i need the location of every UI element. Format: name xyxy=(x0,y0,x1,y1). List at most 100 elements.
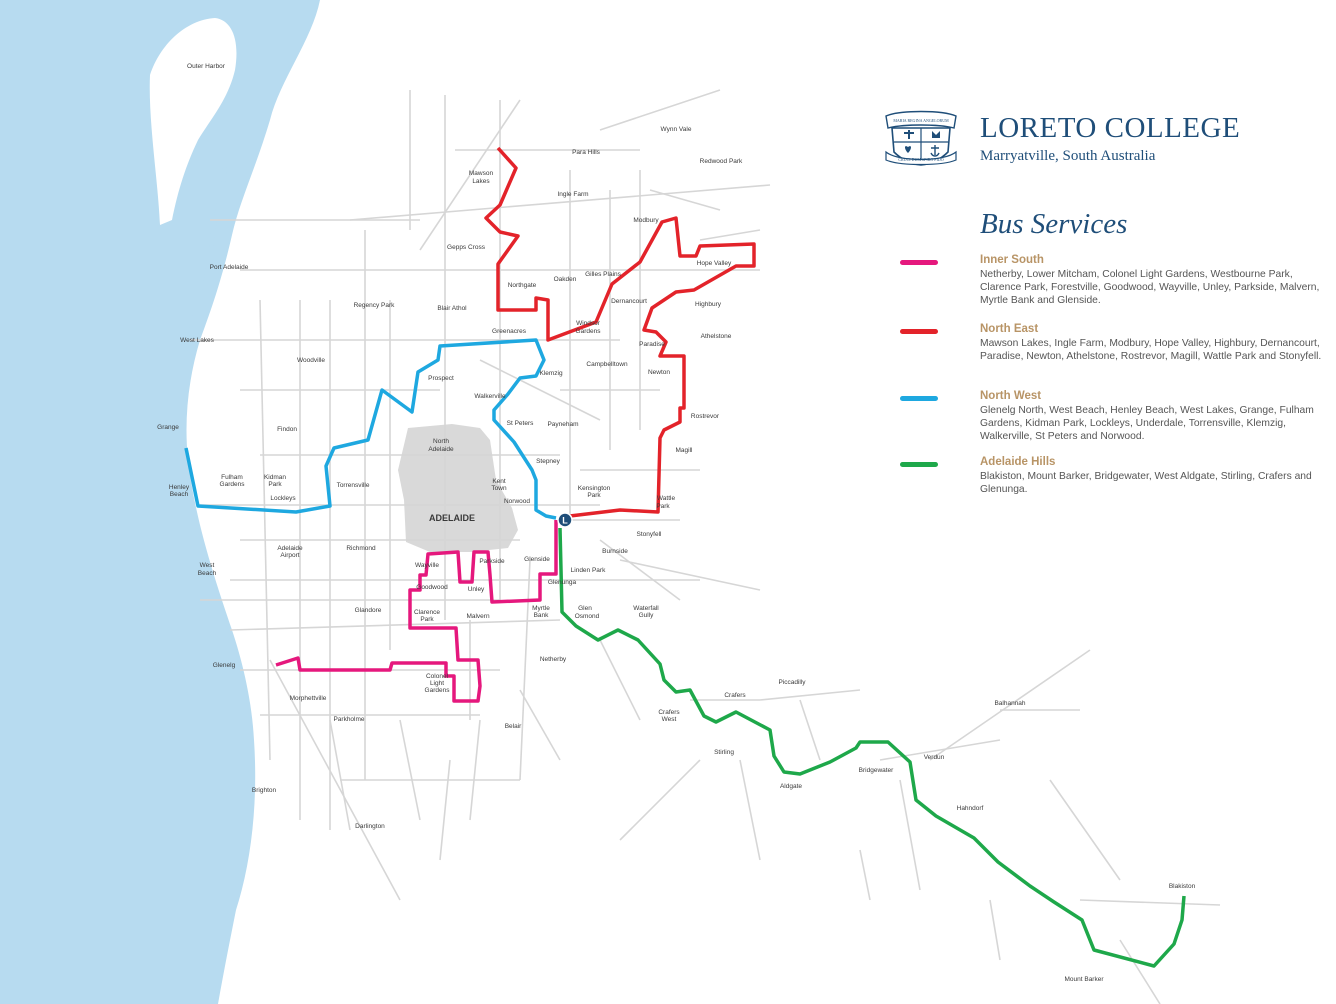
label-myrtle: Myrtle xyxy=(532,605,550,612)
label-gilles-plains: Gilles Plains xyxy=(585,271,622,278)
label-airport: Airport xyxy=(280,552,299,559)
label-west: West xyxy=(200,562,215,569)
label-dernancourt: Dernancourt xyxy=(611,298,647,305)
label-netherby: Netherby xyxy=(540,656,567,663)
label-ingle-farm: Ingle Farm xyxy=(557,191,588,198)
adelaide-city-area xyxy=(398,424,518,552)
label-waterfall-gully: Gully xyxy=(639,612,655,619)
label-richmond: Richmond xyxy=(346,545,376,552)
label-kent: Kent xyxy=(492,478,506,485)
label-west-beach: Beach xyxy=(198,570,217,577)
label-windsor: Windsor xyxy=(576,320,601,327)
legend-swatch-adelaide-hills xyxy=(900,462,938,467)
label-glandore: Glandore xyxy=(355,607,382,614)
college-name: LORETO COLLEGE xyxy=(980,112,1241,144)
crest-motto-bottom: CRUCI DUM SPIRO FIDO xyxy=(898,157,943,162)
label-outer-harbor: Outer Harbor xyxy=(187,63,226,70)
label-wynn-vale: Wynn Vale xyxy=(661,126,692,133)
label-burnside: Burnside xyxy=(602,548,628,555)
label-walkerville: Walkerville xyxy=(474,393,506,400)
label-para-hills: Para Hills xyxy=(572,149,601,156)
label-colonel: Colonel xyxy=(426,673,449,680)
label-athelstone: Athelstone xyxy=(701,333,732,340)
label-stepney: Stepney xyxy=(536,458,561,465)
label-wayville: Wayville xyxy=(415,562,439,569)
label-regency-park: Regency Park xyxy=(354,302,396,309)
legend-swatch-inner-south xyxy=(900,260,938,265)
label-modbury: Modbury xyxy=(633,217,659,224)
label-kensington-park: Park xyxy=(587,492,601,499)
label-greenacres: Greenacres xyxy=(492,328,527,335)
college-location: Marryatville, South Australia xyxy=(980,148,1156,164)
label-payneham: Payneham xyxy=(547,421,578,428)
label-torrensville: Torrensville xyxy=(337,482,370,489)
label-darlington: Darlington xyxy=(355,823,385,830)
label-colonel-light: Light xyxy=(430,680,444,687)
label-rostrevor: Rostrevor xyxy=(691,413,720,420)
college-crest-logo: MARIA REGINA ANGELORUM CRUCI DUM SPIRO F… xyxy=(885,110,957,166)
label-grange: Grange xyxy=(157,424,179,431)
road-network xyxy=(190,89,1221,1004)
label-parkside: Parkside xyxy=(479,558,505,565)
label-wattle-park: Park xyxy=(656,503,670,510)
label-kensington: Kensington xyxy=(578,485,611,492)
label-north-adelaide: Adelaide xyxy=(428,446,454,453)
legend-route-name: Adelaide Hills xyxy=(980,456,1056,468)
label-kidman-park: Park xyxy=(268,481,282,488)
port-river xyxy=(202,159,227,291)
label-oakden: Oakden xyxy=(554,276,577,283)
label-kent-town: Town xyxy=(491,485,507,492)
route-north-east xyxy=(484,146,756,518)
label-balhannah: Balhannah xyxy=(994,700,1025,707)
label-north: North xyxy=(433,438,449,445)
sea xyxy=(0,0,320,1004)
route-north-west xyxy=(184,338,557,520)
label-prospect: Prospect xyxy=(428,375,454,382)
label-lockleys: Lockleys xyxy=(270,495,296,502)
label-blakiston: Blakiston xyxy=(1169,883,1196,890)
label-gepps-cross: Gepps Cross xyxy=(447,244,486,251)
label-crafers-west: Crafers xyxy=(658,709,680,716)
legend-route-name: Inner South xyxy=(980,254,1044,266)
lefevre-peninsula xyxy=(149,18,237,225)
label-west-lakes: West Lakes xyxy=(180,337,215,344)
label-crafers: Crafers xyxy=(724,692,746,699)
label-clarence: Clarence xyxy=(414,609,440,616)
label-blair-athol: Blair Athol xyxy=(437,305,467,312)
label-morphettville: Morphettville xyxy=(290,695,327,702)
label-adelaide-city: ADELAIDE xyxy=(429,513,475,523)
label-waterfall: Waterfall xyxy=(633,605,659,612)
west-lakes-water xyxy=(184,309,198,366)
route-adelaide-hills xyxy=(558,527,1186,968)
label-henley-beach: Beach xyxy=(170,491,189,498)
label-hope-valley: Hope Valley xyxy=(697,260,732,267)
label-hahndorf: Hahndorf xyxy=(957,805,984,812)
label-myrtle-bank: Bank xyxy=(534,612,550,619)
legend-title: Bus Services xyxy=(980,208,1128,240)
label-glen: Glen xyxy=(578,605,592,612)
label-bridgewater: Bridgewater xyxy=(859,767,895,774)
label-goodwood: Goodwood xyxy=(416,584,448,591)
label-henley: Henley xyxy=(169,484,190,491)
legend-route-suburbs: Netherby, Lower Mitcham, Colonel Light G… xyxy=(980,269,1320,306)
label-st-peters: St Peters xyxy=(507,420,534,427)
label-klemzig: Klemzig xyxy=(539,370,563,377)
school-marker-letter: L xyxy=(562,516,568,526)
label-piccadilly: Piccadilly xyxy=(778,679,806,686)
label-magill: Magill xyxy=(676,447,694,454)
label-mount-barker: Mount Barker xyxy=(1064,976,1104,983)
college-header: MARIA REGINA ANGELORUM CRUCI DUM SPIRO F… xyxy=(880,108,1300,168)
legend-route-suburbs: Mawson Lakes, Ingle Farm, Modbury, Hope … xyxy=(980,338,1322,362)
label-aldgate: Aldgate xyxy=(780,783,802,790)
label-kidman: Kidman xyxy=(264,474,286,481)
route-inner-south xyxy=(275,520,558,703)
legend-route-suburbs: Blakiston, Mount Barker, Bridgewater, We… xyxy=(980,471,1312,495)
label-woodville: Woodville xyxy=(297,357,325,364)
label-malvern: Malvern xyxy=(466,613,490,620)
label-glen-osmond: Osmond xyxy=(575,613,600,620)
label-colonel-light-gardens: Gardens xyxy=(425,687,451,694)
label-parkholme: Parkholme xyxy=(333,716,364,723)
label-lakes: Lakes xyxy=(472,178,490,185)
label-crafers-west-2: West xyxy=(662,716,677,723)
